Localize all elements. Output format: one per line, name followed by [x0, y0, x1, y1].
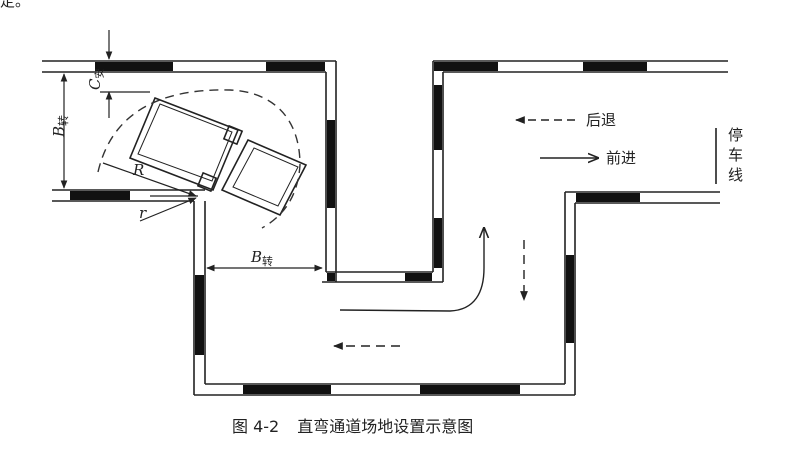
stop-line-char-3: 线 — [728, 166, 743, 184]
legend-reverse-label: 后退 — [586, 111, 616, 129]
legend-forward-label: 前进 — [606, 149, 636, 167]
dimension-lines — [60, 30, 323, 272]
figure-caption: 图 4-2 直弯通道场地设置示意图 — [232, 417, 473, 436]
swept-path-arc — [97, 89, 301, 229]
vehicle-trailer — [220, 138, 308, 217]
width-label-left: B转 — [50, 115, 70, 138]
vehicle — [128, 96, 308, 217]
r-label: r — [139, 204, 147, 222]
stop-line-char-2: 车 — [728, 146, 743, 164]
figure-number: 图 4-2 — [232, 417, 279, 436]
top-text-fragment: 定。 — [0, 0, 30, 10]
border-markings — [70, 62, 647, 394]
radius-label: R — [132, 161, 144, 179]
vehicle-cab — [128, 96, 240, 192]
clearance-label: C安 — [86, 69, 106, 90]
route-arrows — [333, 116, 717, 350]
stop-line-char-1: 停 — [728, 126, 743, 144]
figure-title: 直弯通道场地设置示意图 — [297, 417, 473, 436]
width-label-bottom: B转 — [250, 248, 273, 268]
forward-path — [339, 228, 484, 312]
course-borders — [42, 60, 728, 396]
